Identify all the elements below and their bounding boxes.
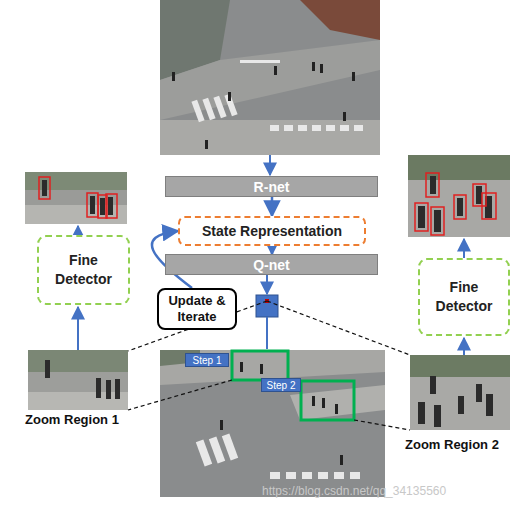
node-text: Update & Iterate [164, 293, 230, 325]
text-stack: Q-net [253, 257, 290, 273]
flow-connector [271, 197, 274, 216]
node-text: Q-net [253, 257, 290, 273]
crop-photo [408, 155, 510, 237]
node-text: Step 2 [267, 380, 296, 391]
node-text: Step 1 [193, 355, 222, 366]
street-photo [160, 350, 385, 497]
text-stack: Fine Detector [422, 278, 506, 316]
text-stack: R-net [254, 179, 290, 195]
node-text: Fine Detector [41, 251, 126, 289]
detector-box: Fine Detector [37, 235, 130, 305]
zoom-box [232, 351, 288, 380]
node-text: Fine Detector [422, 278, 506, 316]
zoom-photo [28, 350, 128, 410]
region-label: Zoom Region 2 [405, 437, 499, 452]
text-stack: Step 2 [267, 380, 296, 391]
text-stack: State Representation [202, 223, 342, 239]
step-tag: Step 1 [185, 353, 229, 367]
flow-arrows [78, 155, 464, 355]
zoom-photo [410, 355, 510, 430]
watermark: https://blog.csdn.net/qq_34135560 [262, 484, 446, 498]
text-stack: Fine Detector [41, 251, 126, 289]
street-photo [160, 0, 380, 155]
state-box: State Representation [178, 216, 366, 246]
text-stack: Step 1 [193, 355, 222, 366]
flow-connector [271, 246, 274, 254]
text-stack: Update & Iterate [164, 293, 230, 325]
node-text: State Representation [202, 223, 342, 239]
detector-box: Fine Detector [418, 258, 510, 336]
network-band: R-net [165, 176, 378, 197]
zoom-box [301, 381, 354, 420]
crop-photo [25, 172, 127, 224]
region-label: Zoom Region 1 [25, 412, 119, 427]
network-band: Q-net [165, 254, 378, 275]
action-square [256, 295, 278, 317]
node-text: R-net [254, 179, 290, 195]
step-tag: Step 2 [261, 378, 301, 392]
update-box: Update & Iterate [157, 288, 237, 330]
